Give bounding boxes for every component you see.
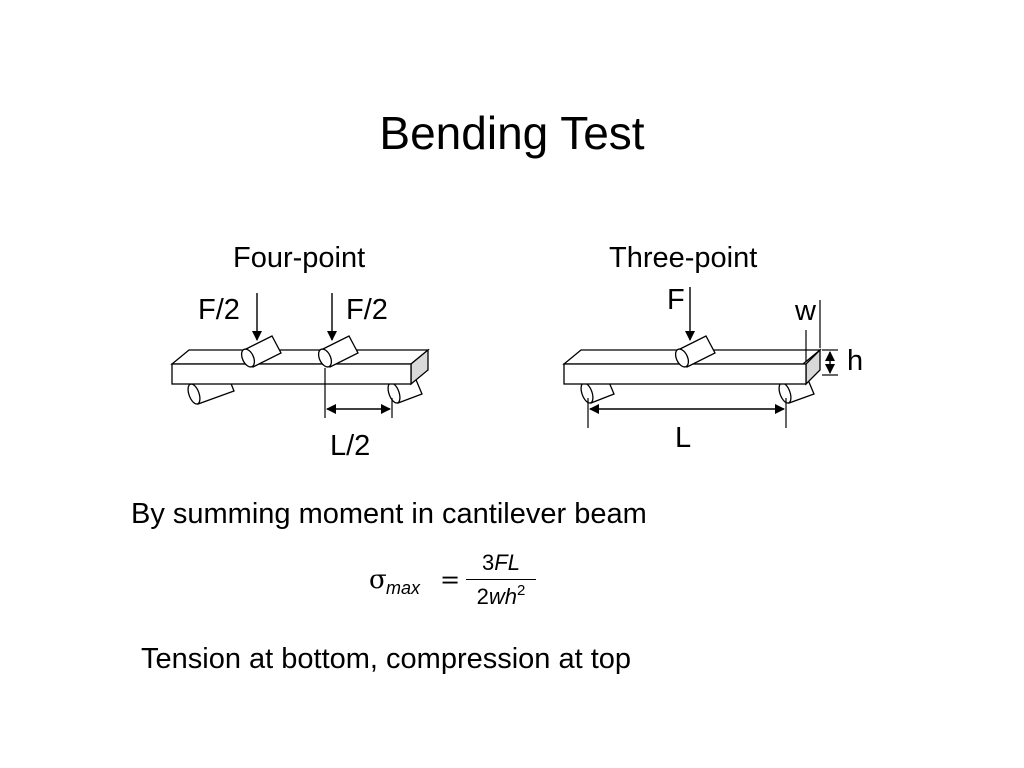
four-point-span-dimension	[324, 368, 393, 418]
denominator-variables: wh	[488, 584, 518, 609]
fraction-denominator: 2wh2	[466, 582, 536, 610]
numerator-coefficient: 3	[482, 550, 495, 575]
three-point-diagram	[562, 287, 838, 428]
four-point-span-label: L/2	[330, 430, 371, 462]
numerator-variables: FL	[494, 550, 520, 575]
stress-fraction: 3FL 2wh2	[466, 550, 536, 610]
width-label: w	[795, 295, 816, 327]
four-point-heading: Four-point	[233, 242, 366, 274]
three-point-span-dimension	[587, 398, 787, 428]
height-dimension	[822, 349, 838, 376]
four-point-right-load-label: F/2	[346, 294, 388, 326]
three-point-heading: Three-point	[609, 242, 758, 274]
statement-text: By summing moment in cantilever beam	[131, 498, 647, 530]
height-label: h	[847, 345, 864, 377]
three-point-span-label: L	[675, 422, 692, 454]
equals-sign: =	[440, 566, 461, 594]
width-dimension	[805, 300, 821, 362]
sigma-symbol: σ	[369, 565, 387, 595]
four-point-diagram	[170, 293, 430, 418]
four-point-beam	[170, 348, 430, 386]
fraction-bar	[466, 579, 536, 580]
four-point-left-load-label: F/2	[198, 294, 240, 326]
three-point-roller	[674, 335, 716, 368]
denominator-exponent: 2	[517, 582, 526, 599]
fraction-numerator: 3FL	[466, 550, 536, 576]
four-point-left-roller	[240, 335, 282, 368]
three-point-load-label: F	[667, 284, 685, 316]
four-point-right-roller	[317, 335, 359, 368]
conclusion-text: Tension at bottom, compression at top	[141, 643, 632, 675]
sigma-subscript: max	[386, 578, 421, 598]
slide-title: Bending Test	[379, 107, 645, 159]
denominator-coefficient: 2	[476, 584, 489, 609]
